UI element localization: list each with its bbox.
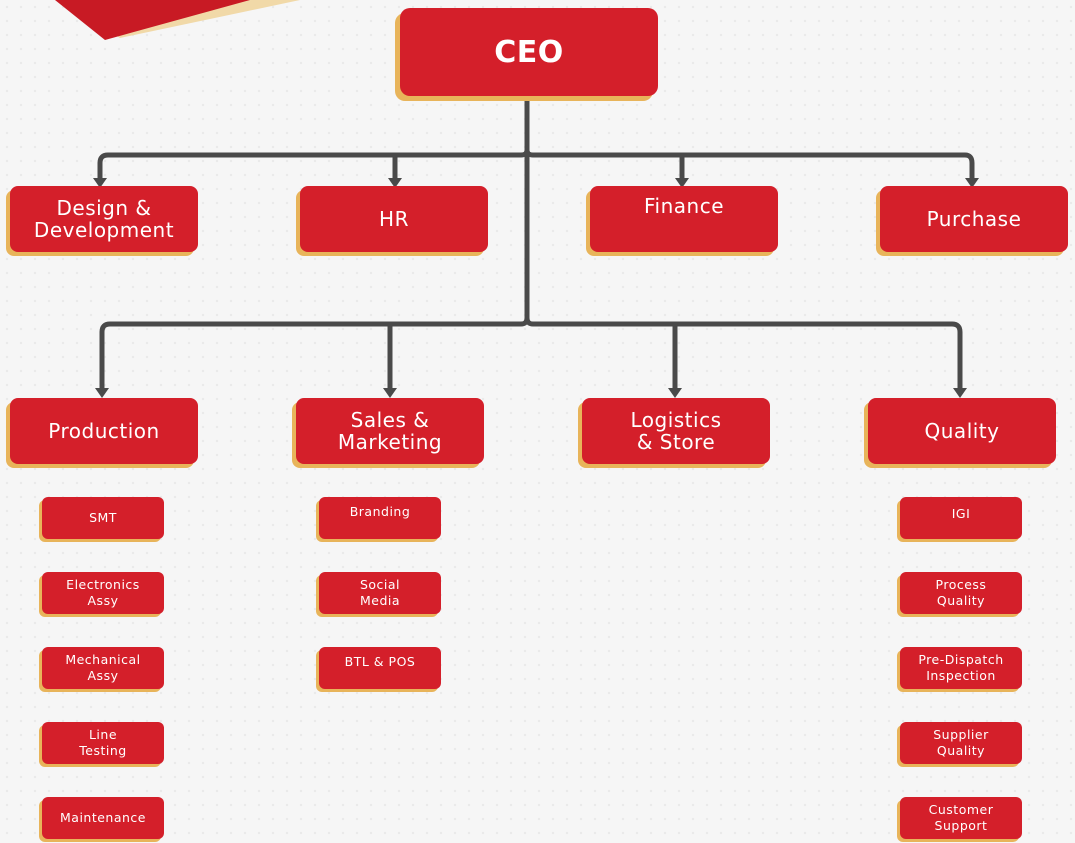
dept-box-hr: HR <box>300 186 488 252</box>
dept-box-logistics-store: Logistics & Store <box>582 398 770 464</box>
sub-label: Line Testing <box>79 727 127 758</box>
dept-box-production: Production <box>10 398 198 464</box>
sub-label: Branding <box>349 504 411 519</box>
dept-label: Purchase <box>926 207 1022 231</box>
sub-label: Process Quality <box>935 577 987 608</box>
sub-box-smt: SMT <box>42 497 164 539</box>
sub-label: Electronics Assy <box>66 577 140 608</box>
sub-box-social-media: Social Media <box>319 572 441 614</box>
decorative-swoosh <box>55 0 300 40</box>
sub-box-maintenance: Maintenance <box>42 797 164 839</box>
sub-label: IGI <box>951 506 971 521</box>
sub-label: Pre-Dispatch Inspection <box>918 652 1004 683</box>
ceo-box: CEO <box>400 8 658 96</box>
dept-box-sales-marketing: Sales & Marketing <box>296 398 484 464</box>
dept-label: Design & Development <box>33 196 175 242</box>
sub-box-btl-pos: BTL & POS <box>319 647 441 689</box>
dept-label: Logistics & Store <box>630 408 722 454</box>
sub-label: BTL & POS <box>344 654 416 669</box>
sub-box-electronics-assy: Electronics Assy <box>42 572 164 614</box>
sub-box-process-quality: Process Quality <box>900 572 1022 614</box>
sub-label: Supplier Quality <box>933 727 989 758</box>
dept-box-finance: Finance <box>590 186 778 252</box>
dept-box-quality: Quality <box>868 398 1056 464</box>
sub-label: Customer Support <box>928 802 994 833</box>
sub-box-supplier-quality: Supplier Quality <box>900 722 1022 764</box>
dept-box-purchase: Purchase <box>880 186 1068 252</box>
sub-label: Mechanical Assy <box>65 652 141 683</box>
sub-label: Maintenance <box>60 810 146 825</box>
dept-label: Quality <box>924 419 1000 443</box>
sub-box-pre-dispatch-inspection: Pre-Dispatch Inspection <box>900 647 1022 689</box>
dept-label: Finance <box>643 194 724 218</box>
dept-box-design-development: Design & Development <box>10 186 198 252</box>
sub-box-line-testing: Line Testing <box>42 722 164 764</box>
sub-label: SMT <box>89 510 117 525</box>
sub-box-mechanical-assy: Mechanical Assy <box>42 647 164 689</box>
dept-label: Production <box>48 419 160 443</box>
sub-label: Social Media <box>359 577 401 608</box>
dept-label: Sales & Marketing <box>337 408 443 454</box>
sub-box-branding: Branding <box>319 497 441 539</box>
ceo-label: CEO <box>494 34 564 70</box>
sub-box-customer-support: Customer Support <box>900 797 1022 839</box>
sub-box-igi: IGI <box>900 497 1022 539</box>
dept-label: HR <box>379 207 409 231</box>
